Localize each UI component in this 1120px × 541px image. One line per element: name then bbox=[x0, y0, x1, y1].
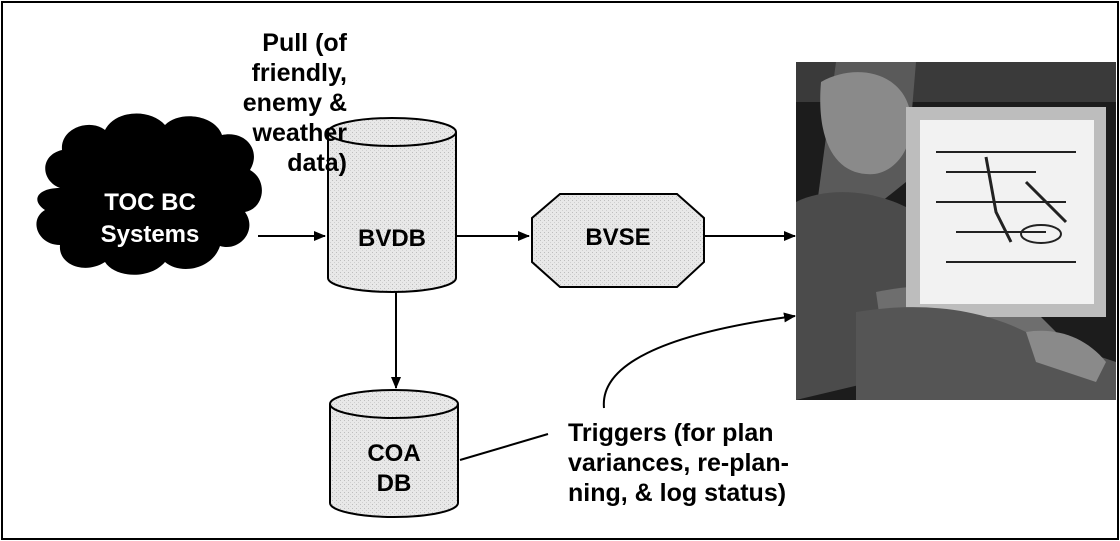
bvdb-database: BVDB bbox=[327, 117, 457, 293]
toc-node-label-line2: Systems bbox=[101, 221, 200, 248]
bvse-label: BVSE bbox=[585, 224, 650, 251]
pull-line: data) bbox=[287, 149, 347, 177]
pull-line: weather bbox=[252, 119, 347, 147]
coa-label-line2: DB bbox=[377, 470, 412, 497]
triggers-line: Triggers (for plan bbox=[568, 419, 774, 447]
coa-label-line1: COA bbox=[367, 440, 420, 467]
triggers-annotation: Triggers (for plan variances, re-plan- n… bbox=[568, 418, 848, 508]
bvse-engine: BVSE bbox=[531, 193, 705, 288]
coa-trigger-connector bbox=[459, 433, 549, 461]
toc-node-label-line1: TOC BC bbox=[104, 189, 196, 216]
pull-line: friendly, bbox=[251, 59, 347, 87]
pull-annotation: Pull (of friendly, enemy & weather data) bbox=[197, 28, 347, 178]
coa-database: COA DB bbox=[329, 389, 459, 518]
triggers-line: ning, & log status) bbox=[568, 479, 787, 507]
operator-at-workstation-icon bbox=[796, 62, 1116, 400]
triggers-line: variances, re-plan- bbox=[568, 449, 789, 477]
bvdb-label: BVDB bbox=[358, 225, 426, 252]
pull-line: enemy & bbox=[242, 89, 347, 117]
pull-line: Pull (of bbox=[262, 29, 347, 57]
arrow-triggers-to-photo bbox=[602, 312, 796, 409]
operator-workstation-photo bbox=[796, 62, 1116, 400]
toc-bc-systems-cloud: TOC BC Systems bbox=[36, 113, 262, 275]
